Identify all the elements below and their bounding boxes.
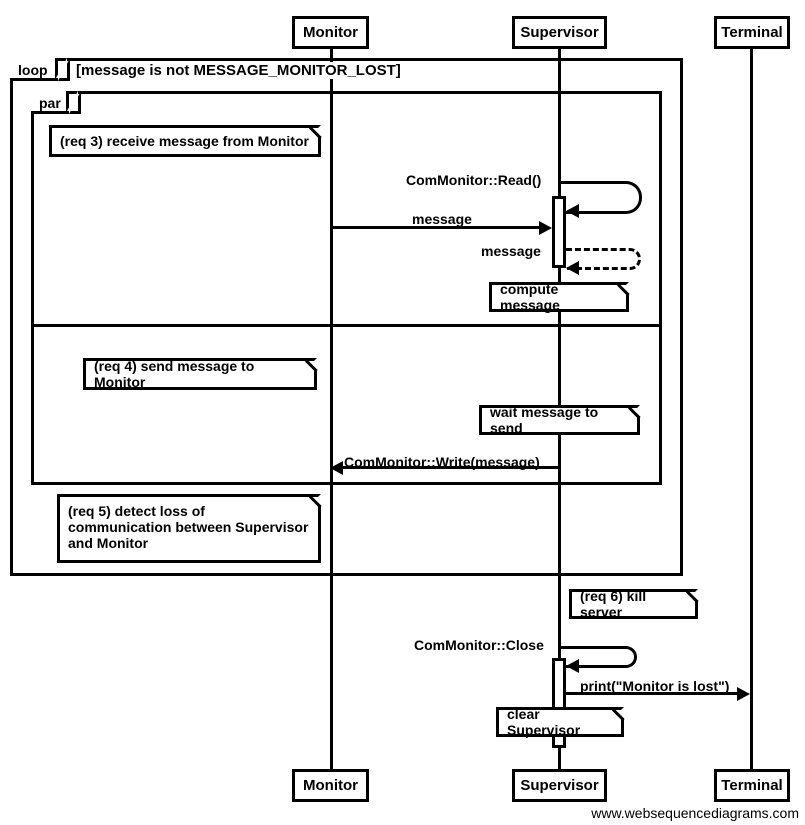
actor-supervisor-bottom[interactable]: Supervisor: [512, 769, 607, 802]
message-selfcall-read: [559, 181, 642, 214]
message-arrowhead-message-in: [539, 221, 552, 235]
actor-supervisor-top[interactable]: Supervisor: [512, 16, 607, 49]
note-wait-message: wait message to send: [479, 404, 640, 436]
note-req3: (req 3) receive message from Monitor: [49, 125, 321, 157]
message-selfcall-close: [559, 646, 637, 668]
fragment-loop-tab-corner-inner: [56, 58, 67, 78]
fragment-loop-label: loop: [15, 62, 51, 78]
actor-terminal-top[interactable]: Terminal: [714, 16, 790, 49]
message-line-message-in: [331, 226, 541, 229]
note-req5: (req 5) detect loss of communication bet…: [57, 494, 321, 563]
message-arrowhead-close: [566, 659, 579, 673]
message-label-print: print("Monitor is lost"): [580, 678, 730, 694]
fragment-loop: [10, 58, 683, 576]
fragment-loop-condition: [message is not MESSAGE_MONITOR_LOST]: [74, 62, 403, 79]
message-label-write: ComMonitor::Write(message): [344, 454, 540, 470]
message-arrowhead-write: [330, 461, 343, 475]
fragment-par-tab-corner-inner: [67, 91, 78, 111]
fragment-par: [31, 91, 662, 485]
message-arrowhead-print: [737, 687, 750, 701]
activation-supervisor-read: [552, 196, 566, 268]
message-arrowhead-read: [566, 204, 579, 218]
message-label-message-in: message: [412, 211, 472, 227]
note-req6: (req 6) kill server: [569, 588, 698, 620]
message-label-close: ComMonitor::Close: [414, 637, 544, 653]
message-label-message-return: message: [481, 243, 541, 259]
message-arrowhead-message-return: [566, 261, 579, 275]
actor-monitor-top[interactable]: Monitor: [292, 16, 369, 49]
note-compute-message: compute message: [489, 281, 629, 313]
note-clear-supervisor: clear Supervisor: [496, 706, 624, 738]
lifeline-monitor: [330, 48, 333, 770]
message-label-read: ComMonitor::Read(): [406, 172, 542, 188]
lifeline-terminal: [750, 48, 753, 770]
actor-monitor-bottom[interactable]: Monitor: [292, 769, 369, 802]
note-req4: (req 4) send message to Monitor: [83, 358, 317, 390]
message-line-write: [343, 466, 560, 469]
fragment-par-divider: [31, 324, 662, 327]
actor-terminal-bottom[interactable]: Terminal: [714, 769, 790, 802]
message-selfcall-message-return: [566, 248, 641, 270]
fragment-par-label: par: [36, 95, 64, 111]
message-line-print: [566, 692, 738, 695]
footer-watermark: www.websequencediagrams.com: [591, 805, 799, 821]
